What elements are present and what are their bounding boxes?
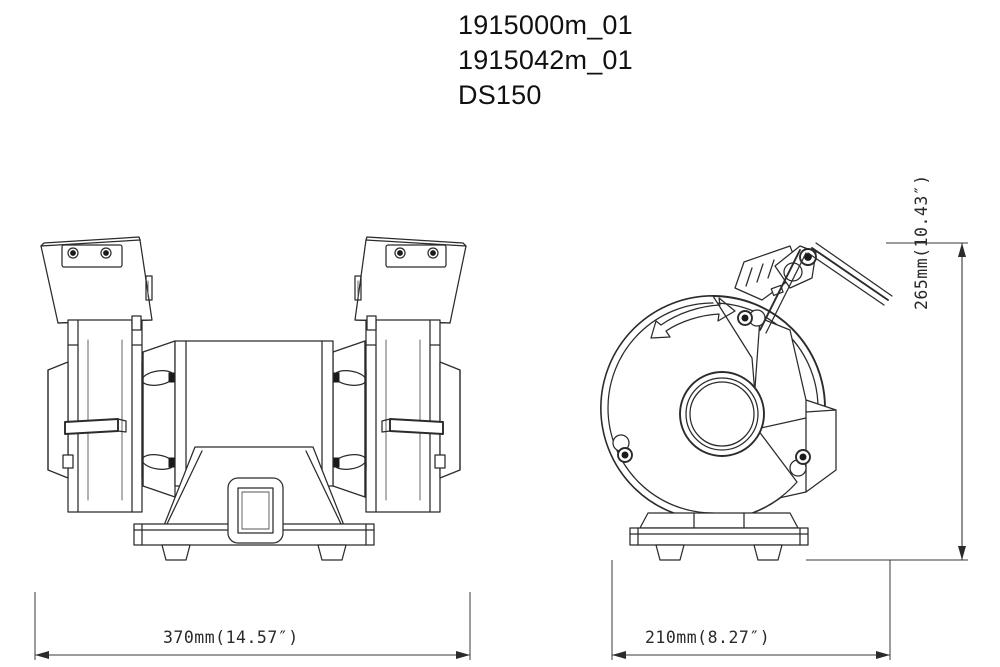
dimension-depth: [611, 560, 891, 660]
rotation-arrow: [650, 297, 736, 339]
right-eye-shield: [354, 236, 467, 324]
left-eye-shield: [40, 236, 153, 324]
side-elevation-view: [600, 242, 893, 561]
dimension-label-width: 370mm(14.57″): [163, 628, 299, 647]
guard-bolt-top: [737, 309, 766, 327]
left-wheel-guard: [67, 315, 143, 513]
guard-bolt-right: [789, 449, 811, 477]
guard-bolt-left: [612, 434, 633, 463]
right-wheel-guard: [365, 315, 441, 513]
spindle-hub: [679, 371, 765, 457]
side-base-plate: [629, 512, 809, 561]
front-elevation-view: [40, 236, 467, 561]
dimension-width: [34, 592, 471, 660]
left-wheel-side-guard: [141, 340, 176, 498]
switch-plate: [227, 477, 284, 544]
dimension-height: [806, 242, 968, 561]
eye-shield-arm: [759, 242, 893, 334]
dimension-label-depth: 210mm(8.27″): [645, 628, 771, 647]
right-tool-rest: [381, 418, 446, 469]
left-tool-rest: [62, 418, 127, 469]
dimension-label-height: 265mm(10.43″): [912, 174, 931, 310]
right-wheel-side-guard: [332, 340, 367, 498]
